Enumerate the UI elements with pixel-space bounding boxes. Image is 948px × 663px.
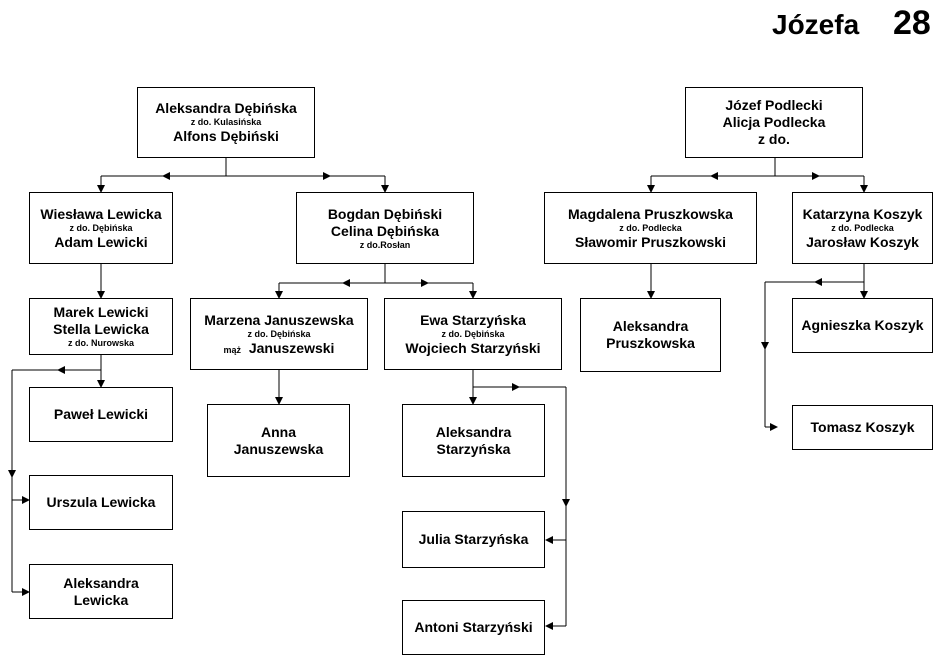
person-surname: Starzyńska	[436, 440, 511, 457]
person-box-jozef-podlecki: Józef Podlecki Alicja Podlecka z do.	[685, 87, 863, 158]
person-box-tomasz-koszyk: Tomasz Koszyk	[792, 405, 933, 450]
maiden-name-note: z do.Rosłan	[359, 239, 411, 250]
person-box-wieslawa-lewicka: Wiesława Lewicka z do. Dębińska Adam Lew…	[29, 192, 173, 264]
person-box-pawel-lewicki: Paweł Lewicki	[29, 387, 173, 442]
person-name: Wiesława Lewicka	[40, 205, 162, 222]
person-name: Bogdan Dębiński	[327, 205, 443, 222]
person-name: Ewa Starzyńska	[420, 311, 526, 328]
page-number: 28	[893, 4, 931, 42]
maiden-name-note: z do. Dębińska	[247, 328, 311, 339]
person-name: Katarzyna Koszyk	[802, 205, 923, 222]
maiden-name-note: z do. Dębińska	[441, 328, 505, 339]
person-box-antoni-starzynski: Antoni Starzyński	[402, 600, 545, 655]
person-box-aleksandra-debinska: Aleksandra Dębińska z do. Kulasińska Alf…	[137, 87, 315, 158]
person-name: Józef Podlecki	[725, 97, 823, 113]
spouse-name: Stella Lewicka	[53, 321, 149, 337]
maiden-name-note: z do. Kulasińska	[190, 117, 262, 127]
person-box-aleksandra-pruszkowska: Aleksandra Pruszkowska	[580, 298, 721, 372]
person-name: Paweł Lewicki	[53, 406, 149, 422]
person-box-aleksandra-lewicka: Aleksandra Lewicka	[29, 564, 173, 619]
person-box-bogdan-debinski: Bogdan Dębiński Celina Dębińska z do.Ros…	[296, 192, 474, 264]
person-surname: Januszewska	[233, 440, 324, 457]
person-name: Aleksandra	[435, 423, 512, 440]
maiden-name-note: z do. Dębińska	[69, 222, 133, 233]
person-name: Marek Lewicki	[53, 304, 149, 320]
spouse-name: Januszewski	[248, 339, 335, 356]
maiden-name-note: z do. Podlecka	[619, 222, 682, 233]
spouse-name: Jarosław Koszyk	[806, 233, 919, 250]
person-box-aleksandra-starzynska: Aleksandra Starzyńska	[402, 404, 545, 477]
page-title: Józefa	[772, 9, 860, 40]
spouse-name: Alicja Podlecka	[722, 114, 826, 130]
spouse-name: Alfons Dębiński	[173, 128, 279, 144]
person-box-anna-januszewska: Anna Januszewska	[207, 404, 350, 477]
person-name: Marzena Januszewska	[204, 311, 354, 328]
person-box-urszula-lewicka: Urszula Lewicka	[29, 475, 173, 530]
person-box-magdalena-pruszkowska: Magdalena Pruszkowska z do. Podlecka Sła…	[544, 192, 757, 264]
maiden-name-note: z do. Podlecka	[831, 222, 894, 233]
person-surname: Pruszkowska	[606, 335, 695, 351]
person-name: Tomasz Koszyk	[810, 419, 915, 435]
person-box-katarzyna-koszyk: Katarzyna Koszyk z do. Podlecka Jarosław…	[792, 192, 933, 264]
person-name: Agnieszka Koszyk	[801, 317, 924, 333]
spouse-name: Sławomir Pruszkowski	[575, 233, 726, 250]
person-name: Aleksandra	[63, 574, 139, 591]
person-name: Urszula Lewicka	[46, 494, 156, 510]
person-name: Aleksandra Dębińska	[155, 100, 297, 116]
person-name: Aleksandra	[612, 318, 689, 334]
spouse-prefix: mąż	[223, 344, 242, 355]
maiden-name-note: z do.	[758, 131, 790, 147]
person-box-agnieszka-koszyk: Agnieszka Koszyk	[792, 298, 933, 353]
person-box-julia-starzynska: Julia Starzyńska	[402, 511, 545, 568]
person-name: Magdalena Pruszkowska	[568, 205, 733, 222]
maiden-name-note: z do. Nurowska	[67, 338, 134, 348]
spouse-line: mąż Januszewski	[224, 340, 335, 357]
spouse-name: Wojciech Starzyński	[405, 339, 541, 356]
person-name: Anna	[261, 423, 296, 440]
person-name: Julia Starzyńska	[418, 531, 529, 547]
person-box-marzena-januszewska: Marzena Januszewska z do. Dębińska mąż J…	[190, 298, 368, 370]
person-box-ewa-starzynska: Ewa Starzyńska z do. Dębińska Wojciech S…	[384, 298, 562, 370]
person-box-marek-lewicki: Marek Lewicki Stella Lewicka z do. Nurow…	[29, 298, 173, 355]
person-name: Antoni Starzyński	[414, 619, 533, 635]
spouse-name: Celina Dębińska	[330, 222, 440, 239]
spouse-name: Adam Lewicki	[54, 233, 148, 250]
person-surname: Lewicka	[73, 591, 129, 608]
